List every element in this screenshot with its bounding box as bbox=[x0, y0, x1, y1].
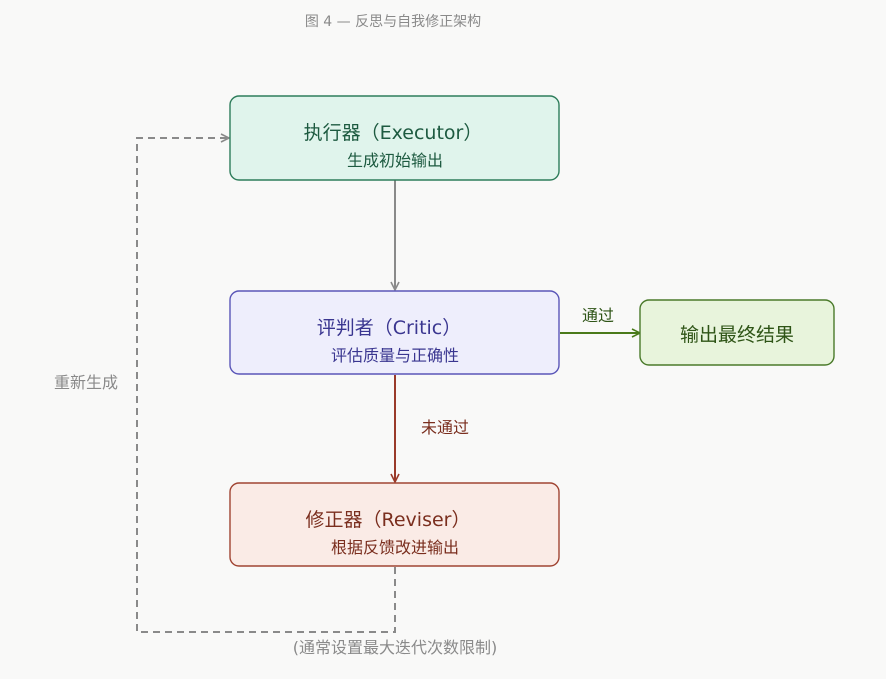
reviser-node: 修正器（Reviser） 根据反馈改进输出 bbox=[229, 482, 560, 567]
critic-box bbox=[229, 290, 560, 375]
executor-subtitle: 生成初始输出 bbox=[347, 151, 443, 170]
reviser-box bbox=[229, 482, 560, 567]
reviser-subtitle: 根据反馈改进输出 bbox=[331, 538, 459, 557]
reviser-title: 修正器（Reviser） bbox=[306, 509, 471, 531]
executor-title: 执行器（Executor） bbox=[304, 122, 483, 144]
figure-caption: 图 4 — 反思与自我修正架构 bbox=[305, 14, 481, 30]
critic-node: 评判者（Critic） 评估质量与正确性 bbox=[229, 290, 560, 375]
critic-subtitle: 评估质量与正确性 bbox=[331, 346, 459, 365]
executor-node: 执行器（Executor） 生成初始输出 bbox=[229, 95, 560, 181]
pass-label: 通过 bbox=[582, 306, 614, 325]
fail-label: 未通过 bbox=[421, 418, 469, 437]
output-node: 输出最终结果 bbox=[639, 299, 835, 366]
output-box bbox=[639, 299, 835, 366]
regenerate-label: 重新生成 bbox=[54, 373, 118, 392]
executor-box bbox=[229, 95, 560, 181]
output-title: 输出最终结果 bbox=[680, 324, 794, 346]
loop-note: (通常设置最大迭代次数限制) bbox=[293, 638, 498, 657]
critic-title: 评判者（Critic） bbox=[317, 317, 462, 339]
